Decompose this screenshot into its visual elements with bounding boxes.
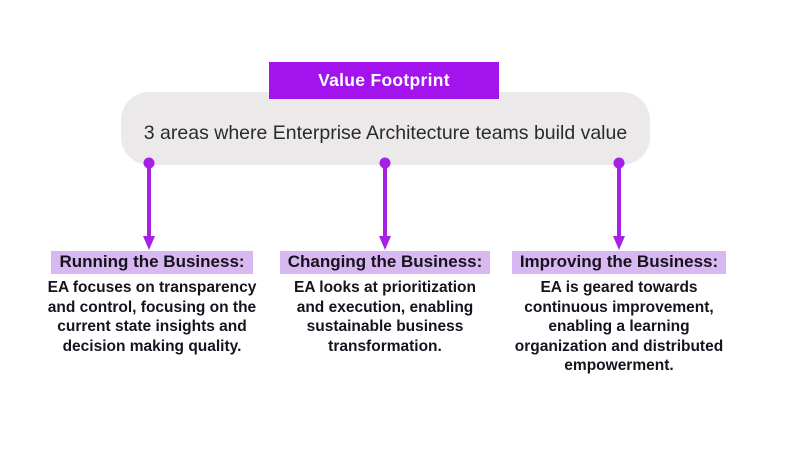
column-body: EA is geared towards continuous improvem… [514, 279, 724, 374]
summary-box: 3 areas where Enterprise Architecture te… [121, 92, 650, 165]
column-changing-the-business: Changing the Business: EA looks at prior… [275, 251, 495, 356]
down-arrow-icon [143, 157, 155, 250]
column-heading: Changing the Business: [279, 251, 491, 274]
column-body: EA focuses on transparency and control, … [47, 279, 257, 355]
column-body: EA looks at prioritization and execution… [294, 279, 476, 355]
badge-label: Value Footprint [318, 70, 450, 90]
down-arrow-icon [379, 157, 391, 250]
badge-value-footprint: Value Footprint [269, 62, 499, 99]
column-improving-the-business: Improving the Business: EA is geared tow… [509, 251, 729, 376]
summary-text: 3 areas where Enterprise Architecture te… [143, 122, 628, 144]
column-heading: Running the Business: [51, 251, 253, 274]
column-running-the-business: Running the Business: EA focuses on tran… [42, 251, 262, 356]
column-heading: Improving the Business: [511, 251, 727, 274]
down-arrow-icon [613, 157, 625, 250]
